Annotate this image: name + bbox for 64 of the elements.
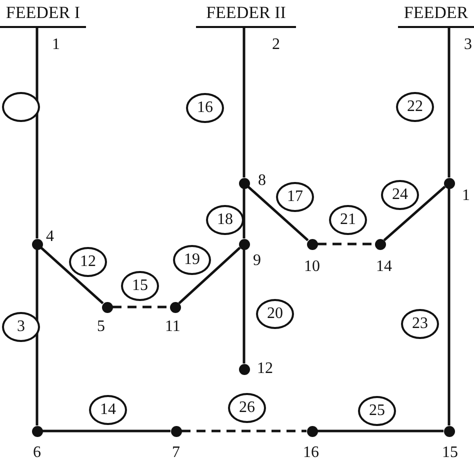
feeder-line: [383, 186, 446, 242]
bus-number: 7: [172, 444, 180, 462]
branch-number-circle: 12: [69, 247, 107, 277]
bus-node-dot: [444, 426, 454, 436]
feeder-line: [242, 188, 246, 238]
branch-number-circle: 22: [396, 92, 434, 122]
branch-number-circle: 20: [256, 299, 294, 329]
bus-number: 1: [462, 187, 470, 205]
feeder-line: [178, 246, 241, 304]
bus-number: 15: [442, 444, 458, 462]
bus-node-dot: [444, 178, 454, 188]
branch-number-circle: 17: [276, 182, 314, 212]
tie-line: [112, 306, 170, 308]
bus-number: 11: [165, 318, 180, 336]
bus-node-dot: [238, 178, 250, 188]
feeder-line: [40, 246, 104, 304]
bus-node-dot: [306, 238, 318, 250]
bus-number: 9: [253, 252, 261, 270]
feeder-line: [242, 28, 246, 178]
bus-node-dot: [238, 364, 250, 374]
feeder-line: [448, 28, 450, 178]
branch-number-circle: 18: [206, 205, 244, 235]
bus-node-dot: [374, 238, 386, 250]
feeder-line: [318, 430, 444, 432]
branch-number-circle: 25: [358, 396, 396, 426]
feeder-line: [36, 28, 38, 238]
branch-number-circle: 15: [121, 271, 159, 301]
bus-number: 4: [46, 228, 54, 246]
bus-number: 2: [272, 36, 280, 54]
bus-number: 8: [258, 172, 266, 190]
bus-node-dot: [238, 238, 250, 250]
bus-number: 14: [376, 258, 392, 276]
feeder-line: [242, 250, 246, 364]
feeder-line: [448, 188, 450, 426]
feeder-line: [42, 430, 170, 432]
branch-number-circle: 14: [89, 395, 127, 425]
bus-number: 6: [33, 444, 41, 462]
bus-node-dot: [306, 426, 318, 436]
bus-node-dot: [170, 302, 180, 312]
feeder-label: FEEDER: [404, 3, 468, 22]
bus-number: 10: [304, 258, 320, 276]
branch-number-circle: 23: [401, 309, 439, 339]
feeder-line: [247, 186, 309, 242]
bus-node-dot: [102, 302, 112, 312]
feeder-label: FEEDER II: [206, 3, 286, 22]
branch-number-circle: 19: [173, 245, 211, 275]
bus-node-dot: [32, 238, 42, 250]
bus-number: 12: [257, 360, 273, 378]
branch-number-circle: 21: [329, 205, 367, 235]
bus-number: 3: [464, 36, 472, 54]
feeder-label: FEEDER I: [6, 3, 80, 22]
bus-node-dot: [32, 426, 42, 436]
bus-number: 1: [52, 36, 60, 54]
bus-number: 16: [303, 444, 319, 462]
bus-node-dot: [170, 426, 182, 436]
tie-line: [318, 242, 374, 246]
branch-number-circle: [2, 92, 40, 122]
bus-number: 5: [97, 318, 105, 336]
branch-number-circle: 3: [2, 312, 40, 342]
branch-number-circle: 16: [186, 93, 224, 123]
branch-number-circle: 26: [228, 393, 266, 423]
tie-line: [182, 430, 306, 432]
feeder-line: [36, 250, 38, 426]
branch-number-circle: 24: [381, 180, 419, 210]
